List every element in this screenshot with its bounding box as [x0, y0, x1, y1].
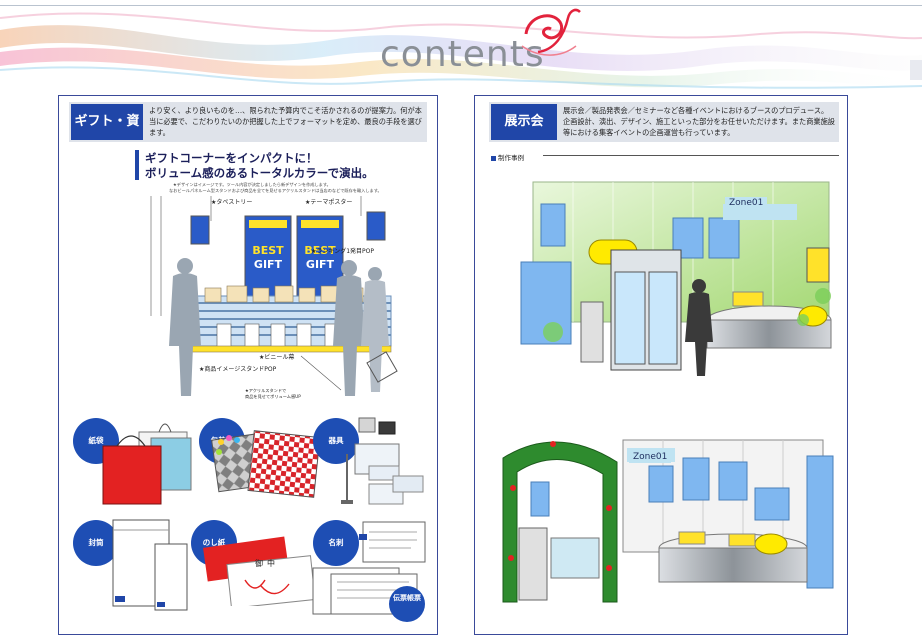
design-note-1: ★デザインはイメージです。ツール内容が決定しましたら新デザインを作成します。	[173, 182, 331, 187]
gift-category-label: ギフト・資材	[71, 104, 143, 165]
callout-tapestry: ★タペストリー	[211, 199, 253, 206]
gift-headline: ギフトコーナーをインパクトに！ ボリューム感のあるトータルカラーで演出。	[135, 150, 425, 180]
gift-materials-panel: ギフト・資材 より安く、より良いものを…、限られた予算内でこそ活かされるのが提案…	[58, 95, 438, 635]
case-studies-text: 制作事例	[498, 154, 524, 162]
slip-form-badge: 伝票帳票	[389, 586, 425, 622]
callout-theme-poster: ★テーマポスター	[305, 199, 353, 206]
category-fixtures: 器具	[313, 418, 359, 464]
gift-corner-illustration: BEST GIFT BEST GIFT	[150, 196, 398, 396]
case-square-icon	[491, 155, 496, 161]
page-title: contents	[380, 34, 545, 75]
exhibition-booth-1-illustration	[520, 181, 832, 376]
business-card-illustration	[312, 521, 426, 615]
gift-header-block: ギフト・資材 より安く、より良いものを…、限られた予算内でこそ活かされるのが提案…	[69, 102, 427, 165]
top-rule	[0, 5, 922, 6]
svg-text:GIFT: GIFT	[254, 258, 283, 271]
headline-line-1: ギフトコーナーをインパクトに！	[145, 151, 318, 165]
paper-bag-illustration	[102, 423, 192, 505]
headline-accent-bar	[135, 150, 139, 180]
case-rule	[543, 155, 839, 156]
headline-line-2: ボリューム感のあるトータルカラーで演出。	[145, 166, 374, 180]
category-envelope: 封筒	[73, 520, 119, 566]
exhibition-description: 展示会／製品発表会／セミナーなど各種イベントにおけるブースのプロデュース。企画設…	[563, 106, 835, 137]
gift-description: より安く、より良いものを…、限られた予算内でこそ活かされるのが提案力。何が本当に…	[149, 106, 422, 137]
callout-stand-pop: ★商品イメージスタンドPOP	[199, 366, 277, 373]
wrapping-paper-illustration	[211, 430, 321, 498]
exhibition-panel: 展示会 展示会／製品発表会／セミナーなど各種イベントにおけるブースのプロデュース…	[474, 95, 848, 635]
callout-acrylic-a: ★アクリルスタンドで	[245, 388, 287, 393]
noshi-text: 御中	[255, 559, 279, 568]
side-strip	[910, 60, 922, 80]
design-note-2: なおビールパネルーム型スタンドおよび商品を全てを見せるアクリルスタンドは当店のな…	[169, 188, 382, 193]
category-business-card: 名刺	[313, 520, 359, 566]
callout-acrylic-b: 商品を見せてボリューム感UP	[245, 394, 301, 399]
header-wave-decoration	[0, 12, 922, 89]
fixtures-illustration	[341, 417, 424, 505]
callout-vinyl: ★ビニール幕	[259, 354, 295, 361]
svg-text:BEST: BEST	[304, 244, 336, 257]
noshi-paper-illustration	[203, 536, 315, 606]
zone-label-booth-2: Zone01	[629, 451, 672, 463]
swirl-logo-icon	[521, 8, 581, 56]
svg-text:GIFT: GIFT	[306, 258, 335, 271]
case-studies-label: 制作事例	[491, 152, 524, 162]
exhibition-header-block: 展示会 展示会／製品発表会／セミナーなど各種イベントにおけるブースのプロデュース…	[489, 102, 839, 142]
callout-ranking-pop: ★ランキング1発目POP	[311, 248, 374, 255]
svg-text:BEST: BEST	[252, 244, 284, 257]
exhibition-category-label: 展示会	[491, 104, 557, 140]
zone-label-booth-1: Zone01	[725, 197, 768, 209]
envelope-illustration	[112, 519, 188, 611]
